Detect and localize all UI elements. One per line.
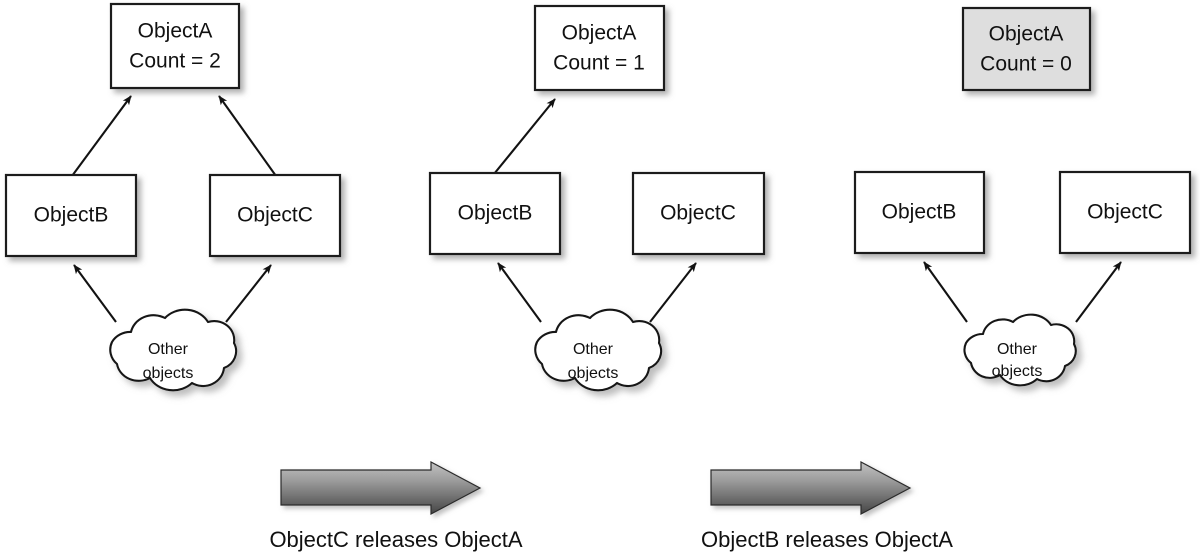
objectc-box [1058,170,1192,255]
block-arrow-right-icon [280,461,482,515]
objectc-box [208,173,342,258]
objectc-label: ObjectC [1087,201,1163,224]
objectb-box [4,173,138,258]
panel-after-b-release: ObjectA Count = 0 ObjectB ObjectC Other … [853,6,1192,387]
objecta-count-label: Count = 1 [553,52,645,75]
objecta-name-label: ObjectA [989,23,1064,46]
link-cloud-to-objectc [649,262,697,323]
other-objects-cloud [963,313,1077,387]
transition-caption: ObjectC releases ObjectA [269,527,522,552]
cloud-label-line2: objects [143,365,194,382]
objecta-box [109,2,241,90]
block-arrow-right-icon [710,461,912,515]
cloud-label-line1: Other [573,341,614,358]
transition-caption: ObjectB releases ObjectA [701,527,953,552]
objecta-name-label: ObjectA [562,22,637,45]
objecta-count-label: Count = 2 [129,50,221,73]
link-cloud-to-objectb [497,262,542,323]
objectb-box [853,170,986,255]
objectb-box [428,171,562,256]
objecta-count-label: Count = 0 [980,53,1072,76]
other-objects-cloud [109,308,238,392]
objectc-label: ObjectC [237,204,313,227]
transition-b-releases-a: ObjectB releases ObjectA [701,461,953,552]
panel-initial: ObjectA Count = 2 ObjectB ObjectC Other … [4,2,342,392]
link-objectc-to-objecta [218,95,277,177]
link-cloud-to-objectc [1075,261,1122,323]
other-objects-cloud [534,308,663,392]
objectc-box [631,171,766,256]
objectb-label: ObjectB [34,204,109,227]
cloud-label-line2: objects [992,363,1043,380]
cloud-label-line1: Other [997,341,1038,358]
link-cloud-to-objectb [923,261,968,323]
objectb-label: ObjectB [882,201,957,224]
link-cloud-to-objectb [73,264,117,323]
cloud-label-line1: Other [148,341,189,358]
objecta-name-label: ObjectA [138,20,213,43]
panel-after-c-release: ObjectA Count = 1 ObjectB ObjectC Other … [428,4,766,392]
objecta-box [533,4,666,92]
transition-c-releases-a: ObjectC releases ObjectA [269,461,523,552]
link-cloud-to-objectc [225,264,272,323]
cloud-label-line2: objects [568,365,619,382]
link-objectb-to-objecta [493,98,556,175]
objecta-box-deallocated [961,6,1092,92]
link-objectb-to-objecta [71,95,132,177]
objectb-label: ObjectB [458,202,533,225]
objectc-label: ObjectC [660,202,736,225]
